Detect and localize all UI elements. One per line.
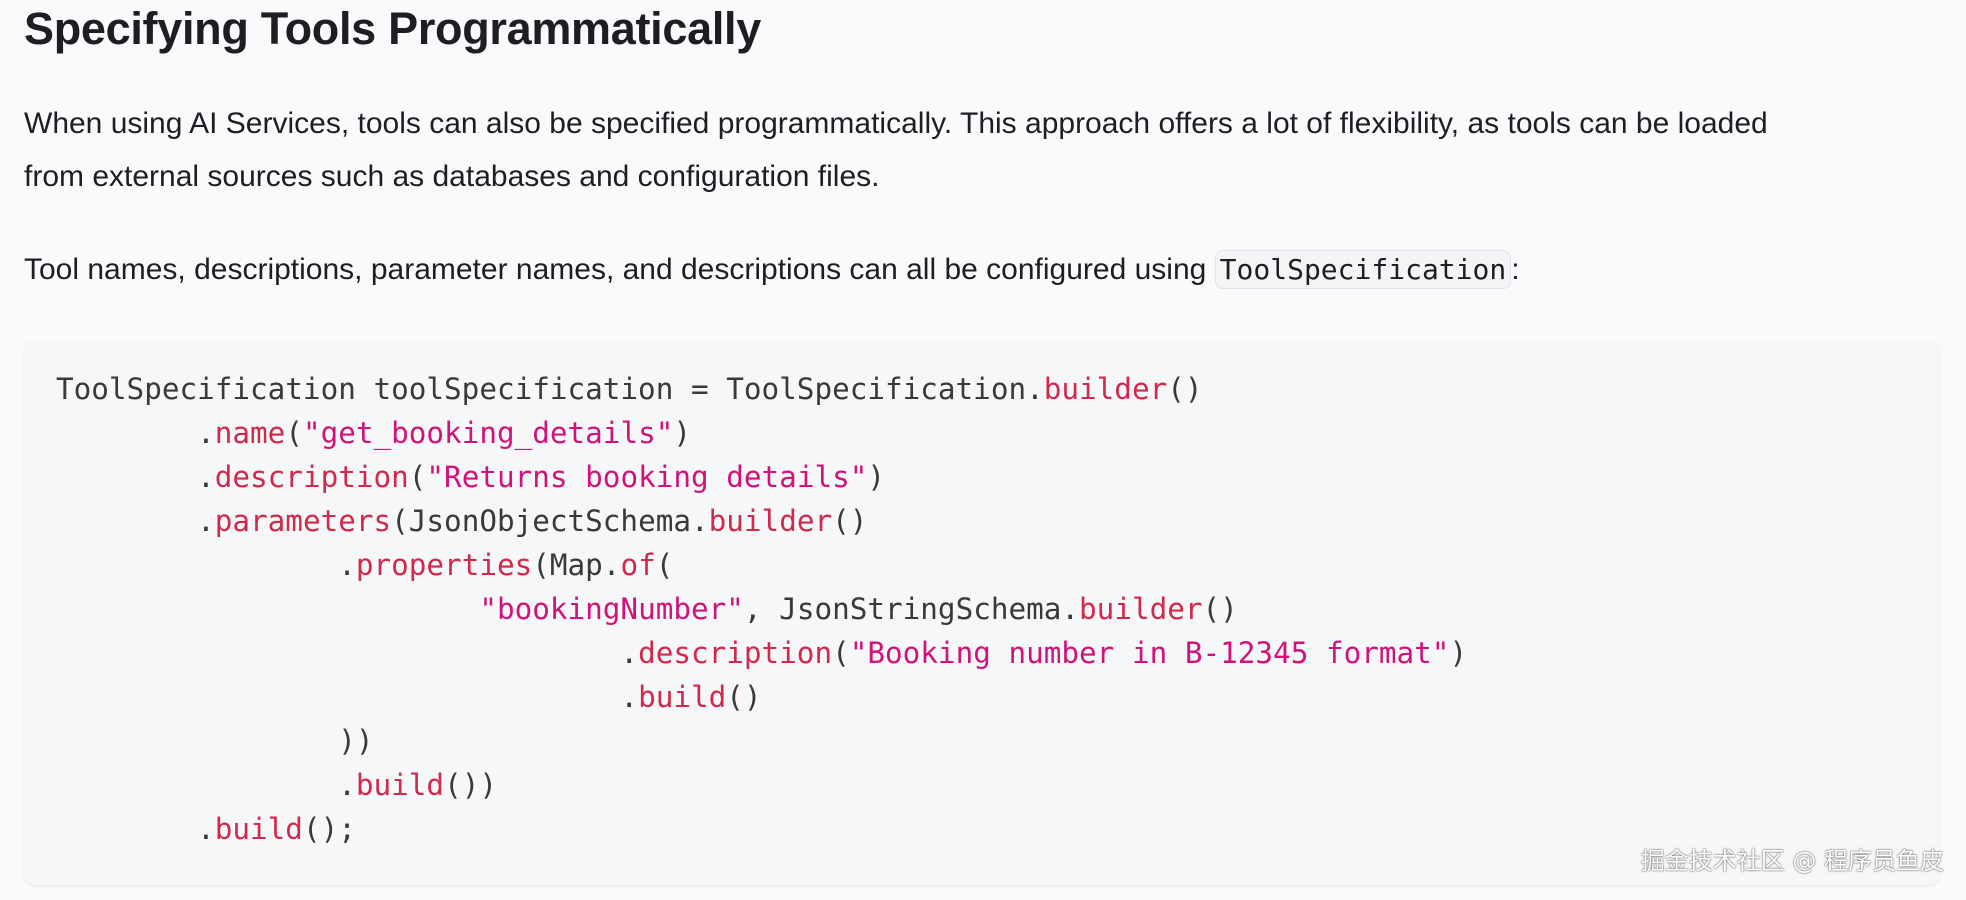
- intro-paragraph: When using AI Services, tools can also b…: [24, 97, 1768, 203]
- code-line-7: .description("Booking number in B-12345 …: [56, 636, 1468, 670]
- watermark: 掘金技术社区 @ 程序员鱼皮: [1640, 847, 1944, 875]
- config-colon: :: [1511, 253, 1520, 286]
- code-line-11: .build();: [56, 812, 356, 846]
- code-line-5: .properties(Map.of(: [56, 548, 674, 582]
- code-listing: ToolSpecification toolSpecification = To…: [56, 367, 1467, 851]
- code-block: ToolSpecification toolSpecification = To…: [24, 340, 1940, 885]
- inline-code-toolspecification: ToolSpecification: [1214, 250, 1512, 289]
- code-line-9: )): [56, 724, 374, 758]
- code-line-4: .parameters(JsonObjectSchema.builder(): [56, 504, 868, 538]
- code-line-10: .build()): [56, 768, 497, 802]
- intro-line-2: from external sources such as databases …: [24, 160, 880, 193]
- code-line-8: .build(): [56, 680, 762, 714]
- code-line-2: .name("get_booking_details"): [56, 416, 691, 450]
- page-title: Specifying Tools Programmatically: [24, 3, 761, 54]
- config-paragraph: Tool names, descriptions, parameter name…: [24, 243, 1520, 296]
- code-line-3: .description("Returns booking details"): [56, 460, 886, 494]
- code-line-6: "bookingNumber", JsonStringSchema.builde…: [479, 592, 1238, 626]
- code-line-1: ToolSpecification toolSpecification = To…: [56, 372, 1203, 406]
- intro-line-1: When using AI Services, tools can also b…: [24, 107, 1768, 140]
- config-text: Tool names, descriptions, parameter name…: [24, 253, 1215, 286]
